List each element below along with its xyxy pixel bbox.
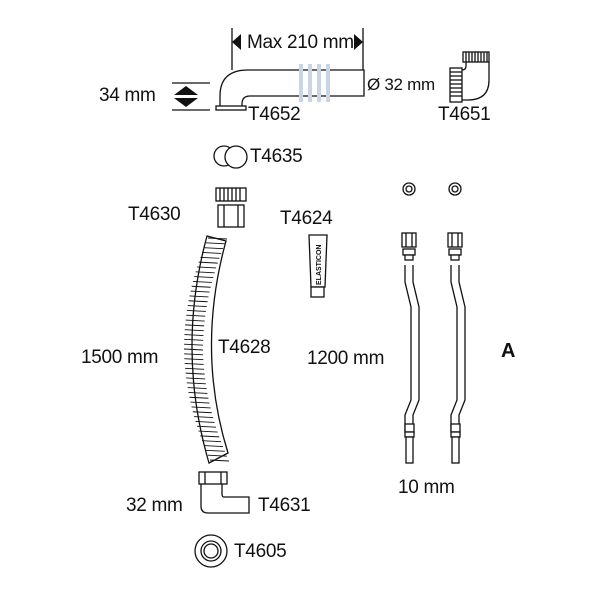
part-code-T4651: T4651 xyxy=(438,104,491,125)
part-code-T4630: T4630 xyxy=(128,204,181,225)
elasticon-tube-icon: ELASTICON xyxy=(308,234,328,298)
height-label: 34 mm xyxy=(99,85,156,106)
part-code-T4652: T4652 xyxy=(248,104,301,125)
flex-length-label: 1200 mm xyxy=(307,348,385,369)
flex-diameter-label: 10 mm xyxy=(398,477,455,498)
flex-hose-left-icon xyxy=(401,182,420,464)
diameter-label: Ø 32 mm xyxy=(367,75,435,94)
max-length-dimension xyxy=(231,28,364,70)
svg-text:ELASTICON: ELASTICON xyxy=(316,245,323,285)
part-code-T4635: T4635 xyxy=(250,146,303,167)
seal-rings-icon xyxy=(213,145,248,169)
height-dimension xyxy=(172,82,210,111)
part-code-T4624: T4624 xyxy=(280,208,333,229)
max-length-label: Max 210 mm xyxy=(247,32,354,53)
flex-hose-right-icon xyxy=(447,182,466,464)
part-code-T4631: T4631 xyxy=(258,495,311,516)
outlet-diameter-label: 32 mm xyxy=(126,495,183,516)
elbow-outlet-icon xyxy=(198,471,250,514)
elbow-connector-icon xyxy=(449,51,490,103)
nut-connector-icon xyxy=(215,187,247,228)
elbow-pipe-icon xyxy=(215,64,365,111)
part-code-T4628: T4628 xyxy=(218,337,271,358)
gasket-ring-icon xyxy=(194,534,228,568)
corrugated-hose-icon xyxy=(183,235,230,464)
hose-length-label: 1500 mm xyxy=(81,347,159,368)
part-code-T4605: T4605 xyxy=(234,541,287,562)
group-label: A xyxy=(501,340,516,362)
